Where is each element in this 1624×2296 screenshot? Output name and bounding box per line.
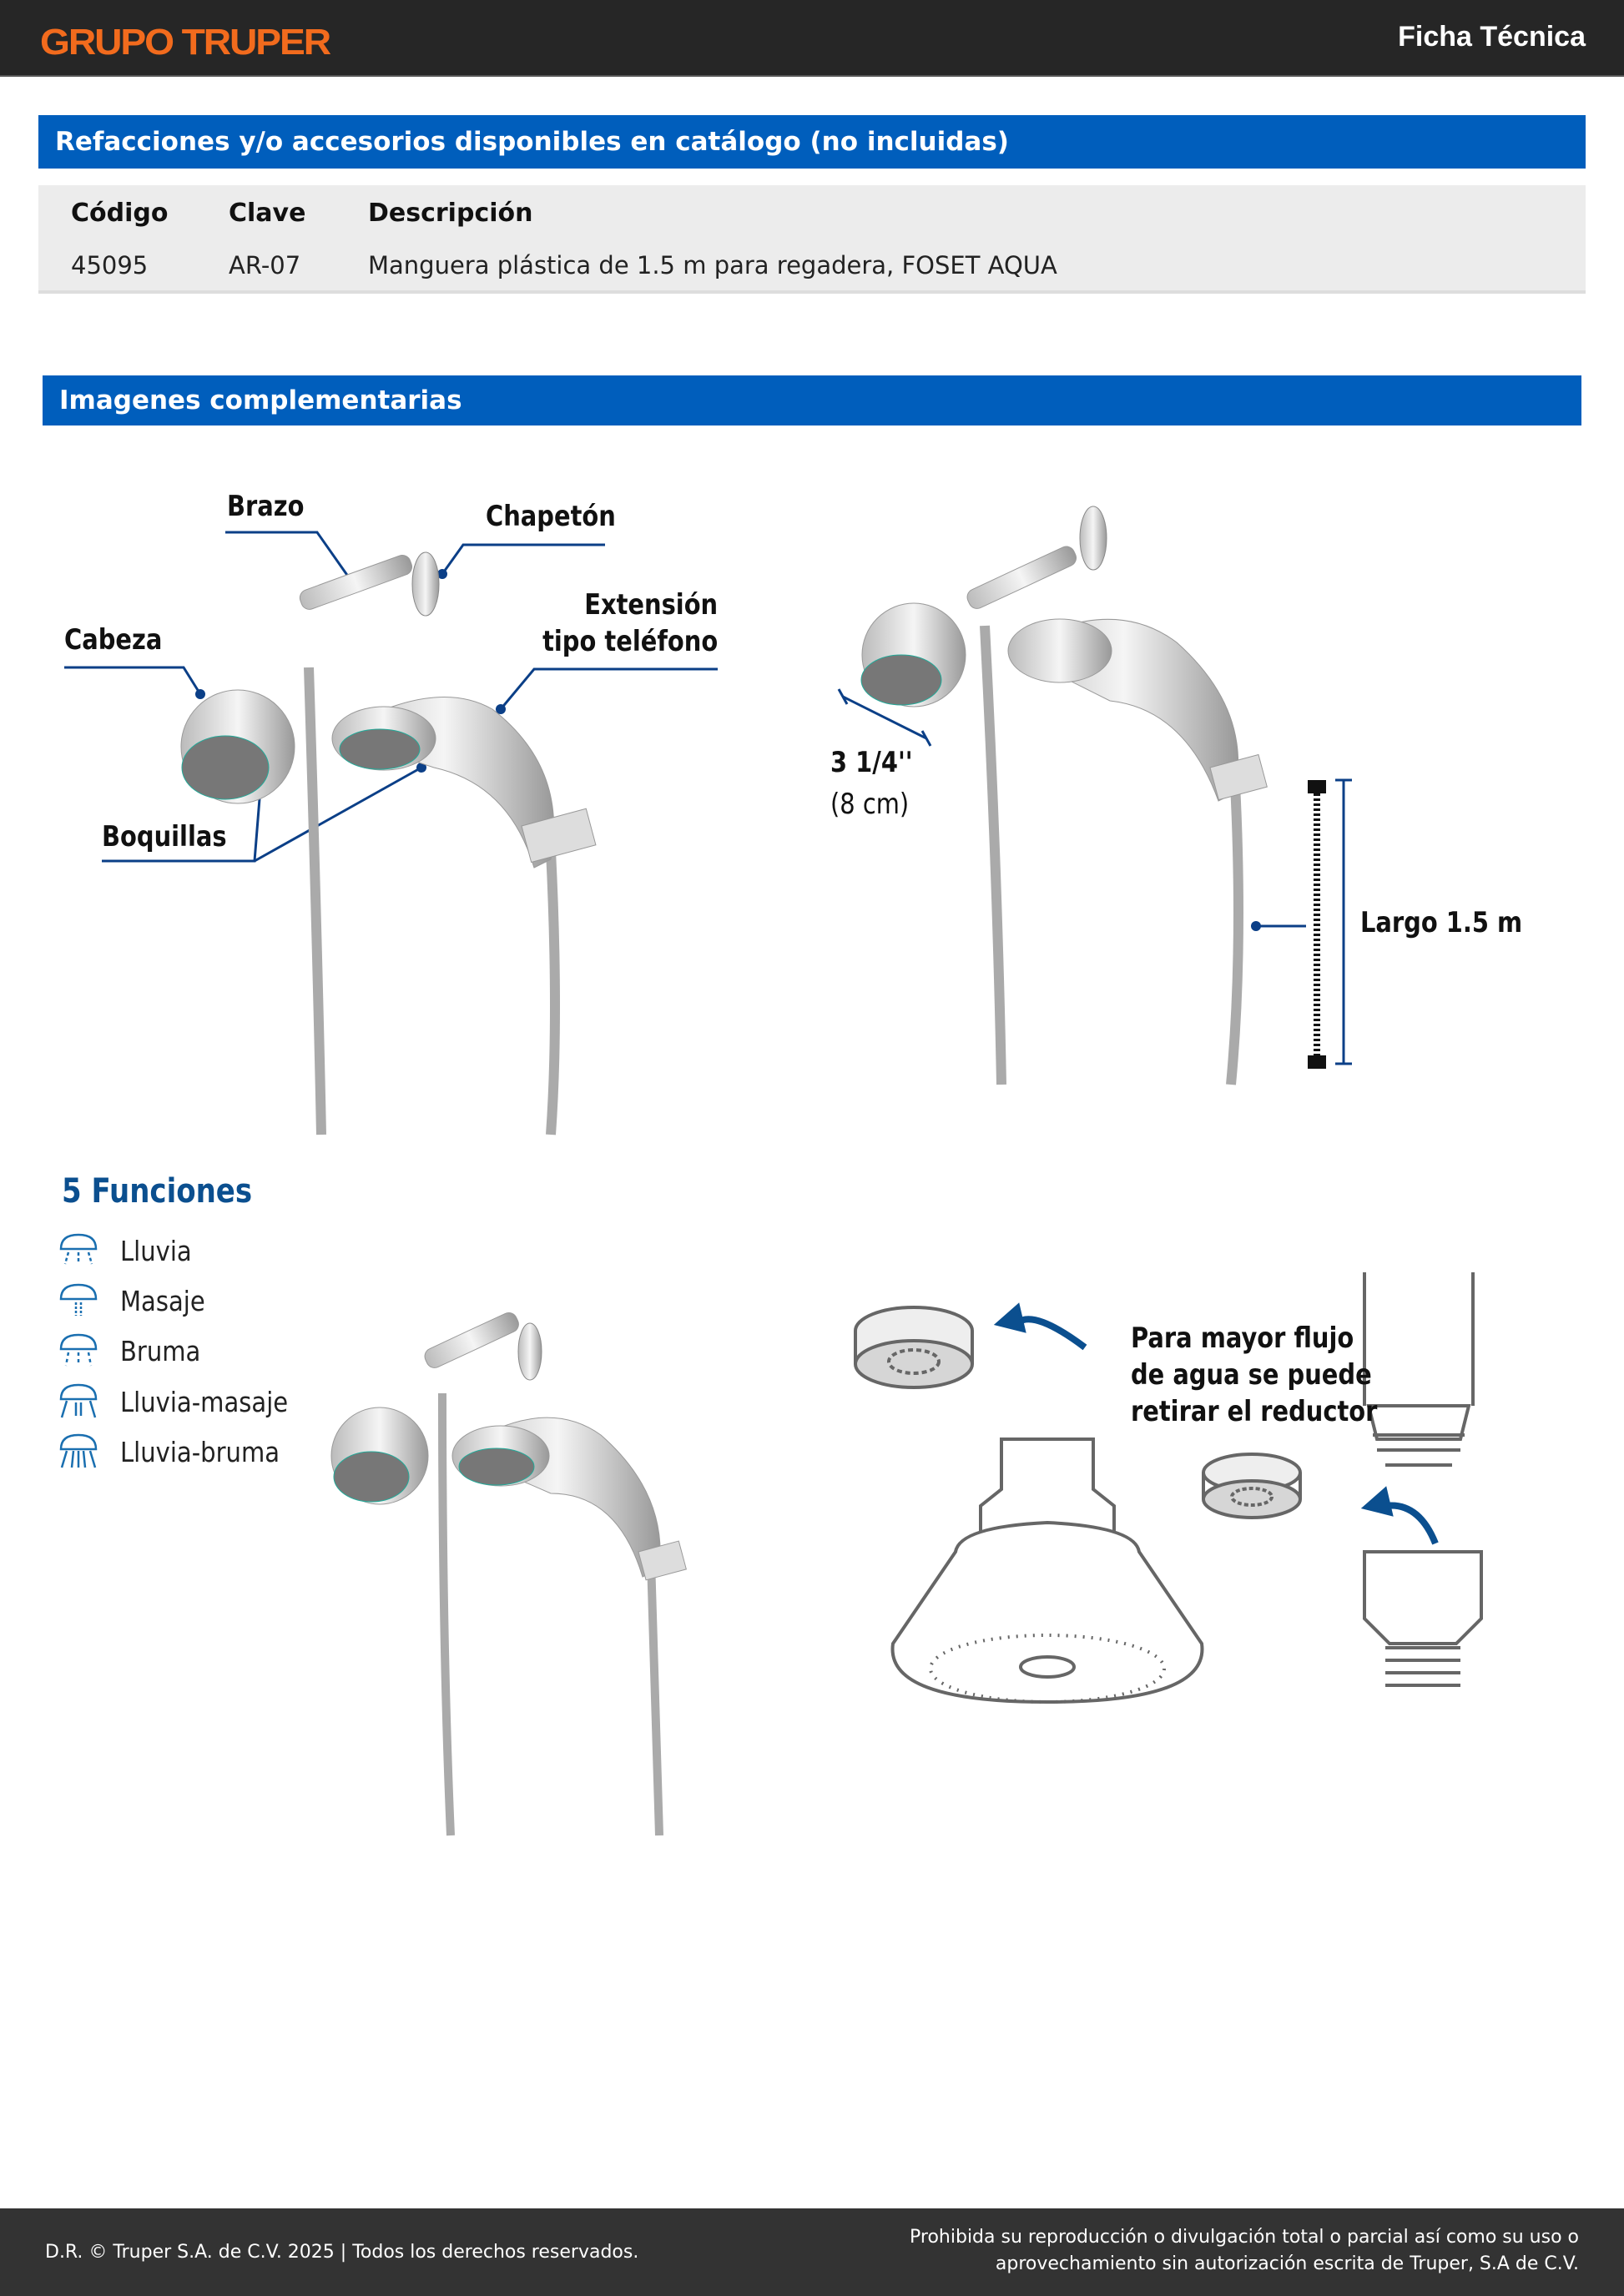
function-item: Masaje [120, 1285, 205, 1317]
accessories-section-title: Refacciones y/o accesorios disponibles e… [38, 115, 1586, 169]
logo: GRUPO TRUPER [40, 22, 331, 63]
reducer-note-line: retirar el reductor [1131, 1395, 1378, 1428]
label-boquillas: Boquillas [102, 820, 227, 853]
legal-notice-line-2: aprovechamiento sin autorización escrita… [995, 2253, 1579, 2274]
function-item: Lluvia [120, 1235, 192, 1267]
lluvia-masaje-icon [59, 1383, 98, 1418]
page-header: GRUPO TRUPER Ficha Técnica [0, 0, 1624, 77]
column-header-descripcion: Descripción [368, 199, 533, 228]
bruma-icon [59, 1333, 98, 1367]
reducer-note-line: de agua se puede [1131, 1358, 1372, 1392]
lluvia-icon [59, 1233, 98, 1265]
column-header-clave: Clave [229, 199, 306, 228]
label-brazo: Brazo [227, 490, 305, 523]
column-header-codigo: Código [71, 199, 169, 228]
label-cabeza: Cabeza [64, 623, 163, 657]
cell-descripcion: Manguera plástica de 1.5 m para regadera… [368, 251, 1057, 279]
legal-notice-line-1: Prohibida su reproducción o divulgación … [910, 2227, 1579, 2248]
images-section-title: Imagenes complementarias [43, 375, 1581, 425]
label-chapeton: Chapetón [486, 500, 616, 533]
reducer-removed-icon [854, 1306, 974, 1389]
dimension-diameter-in: 3 1/4'' [830, 746, 913, 779]
reducer-note-line: Para mayor flujo [1131, 1322, 1354, 1355]
shower-product-photo [330, 1312, 687, 1836]
dimension-diameter-cm: (8 cm) [830, 788, 910, 821]
copyright-text: D.R. © Truper S.A. de C.V. 2025 | Todos … [45, 2242, 639, 2263]
masaje-icon [59, 1283, 98, 1316]
function-item: Lluvia-masaje [120, 1386, 289, 1418]
reducer-icon [1202, 1453, 1302, 1519]
label-tipo-telefono: tipo teléfono [542, 625, 718, 658]
shower-labeled-illustration [64, 531, 718, 1135]
functions-title: 5 Funciones [62, 1172, 253, 1211]
lluvia-bruma-icon [59, 1433, 98, 1468]
cell-clave: AR-07 [229, 251, 301, 279]
dimension-hose-length: Largo 1.5 m [1360, 906, 1523, 939]
accessories-table: Código Clave Descripción 45095 AR-07 Man… [38, 185, 1586, 294]
page-footer: D.R. © Truper S.A. de C.V. 2025 | Todos … [0, 2208, 1624, 2296]
function-item: Lluvia-bruma [120, 1436, 280, 1468]
label-extension: Extensión [584, 588, 718, 622]
spray-pattern-icons [59, 1233, 98, 1468]
document-title: Ficha Técnica [1398, 21, 1586, 53]
cell-codigo: 45095 [71, 251, 149, 279]
function-item: Bruma [120, 1335, 201, 1367]
reducer-diagram [854, 1272, 1483, 1704]
shower-dimensions-illustration [837, 506, 1352, 1085]
